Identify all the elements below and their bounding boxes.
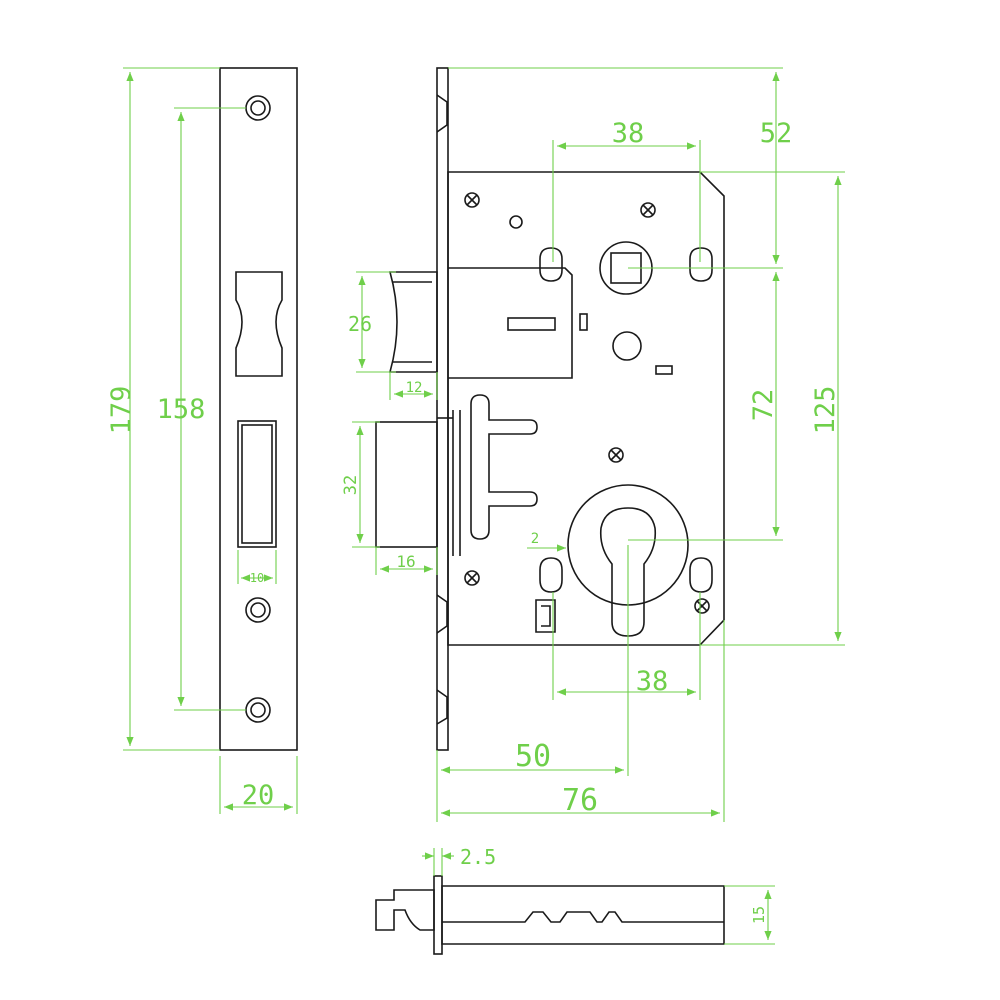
faceplate-screw-middle [245,597,271,623]
latch-pin [579,313,588,331]
follower-hole [612,331,642,361]
handle-hole-left [539,247,563,282]
dim-faceplate-width: 20 [242,780,275,811]
latch-slot [507,317,556,331]
case-screw-1 [464,192,480,208]
forend-plate [436,67,449,751]
dim-deadbolt-projection: 16 [396,552,415,571]
faceplate-screw-bottom [245,697,271,723]
dim-case-height: 125 [810,386,841,435]
handle-hole-right [689,247,713,282]
top-latch [375,889,435,931]
top-view-dimensions [422,848,775,945]
case-screw-2 [640,202,656,218]
dim-bottom-spacing: 38 [636,666,669,697]
faceplate-outline [219,67,298,751]
lock-body-dimensions [352,67,845,822]
small-hole [509,215,523,229]
cylinder-hole-left [539,557,563,593]
deadbolt-lever [470,394,538,540]
latch-slide [448,267,573,379]
dim-top-handle-spacing: 38 [612,118,645,149]
dim-deadbolt-height: 32 [341,475,361,495]
faceplate-view [219,67,298,751]
dim-center-distance: 72 [748,389,779,422]
deadbolt-face [241,424,273,544]
dim-top-offset: 52 [760,118,793,149]
dim-screw-spacing: 158 [157,394,206,425]
latch-bolt [388,271,438,373]
faceplate-screw-top [245,95,271,121]
dim-bolt-width: 10 [250,571,264,585]
small-slot [655,365,673,375]
dim-body-thickness: 15 [750,906,768,924]
dim-small-gap: 2 [531,531,539,547]
forend-tab-mid [436,594,448,634]
dim-plate-thickness: 2.5 [460,845,496,869]
latch-opening [235,271,283,377]
cylinder-hole-right [689,557,713,593]
dim-latch-projection: 12 [406,380,423,396]
lock-body-view [375,67,725,751]
dim-backset: 50 [515,739,551,774]
top-view [375,875,725,955]
cam-block [535,599,556,633]
deadbolt-opening [237,420,277,548]
case-screw-3 [608,447,624,463]
top-forend [433,875,443,955]
case-screw-4 [464,570,480,586]
dim-latch-height: 26 [348,312,372,336]
case-screw-5 [694,598,710,614]
forend-tab-bottom [436,689,448,725]
top-body [441,885,725,945]
dim-case-depth: 76 [562,783,598,818]
forend-tab-top [436,94,448,133]
dim-faceplate-length: 179 [106,386,137,435]
faceplate-dimensions [123,67,298,814]
deadbolt [375,421,438,548]
top-body-groove [442,911,724,923]
